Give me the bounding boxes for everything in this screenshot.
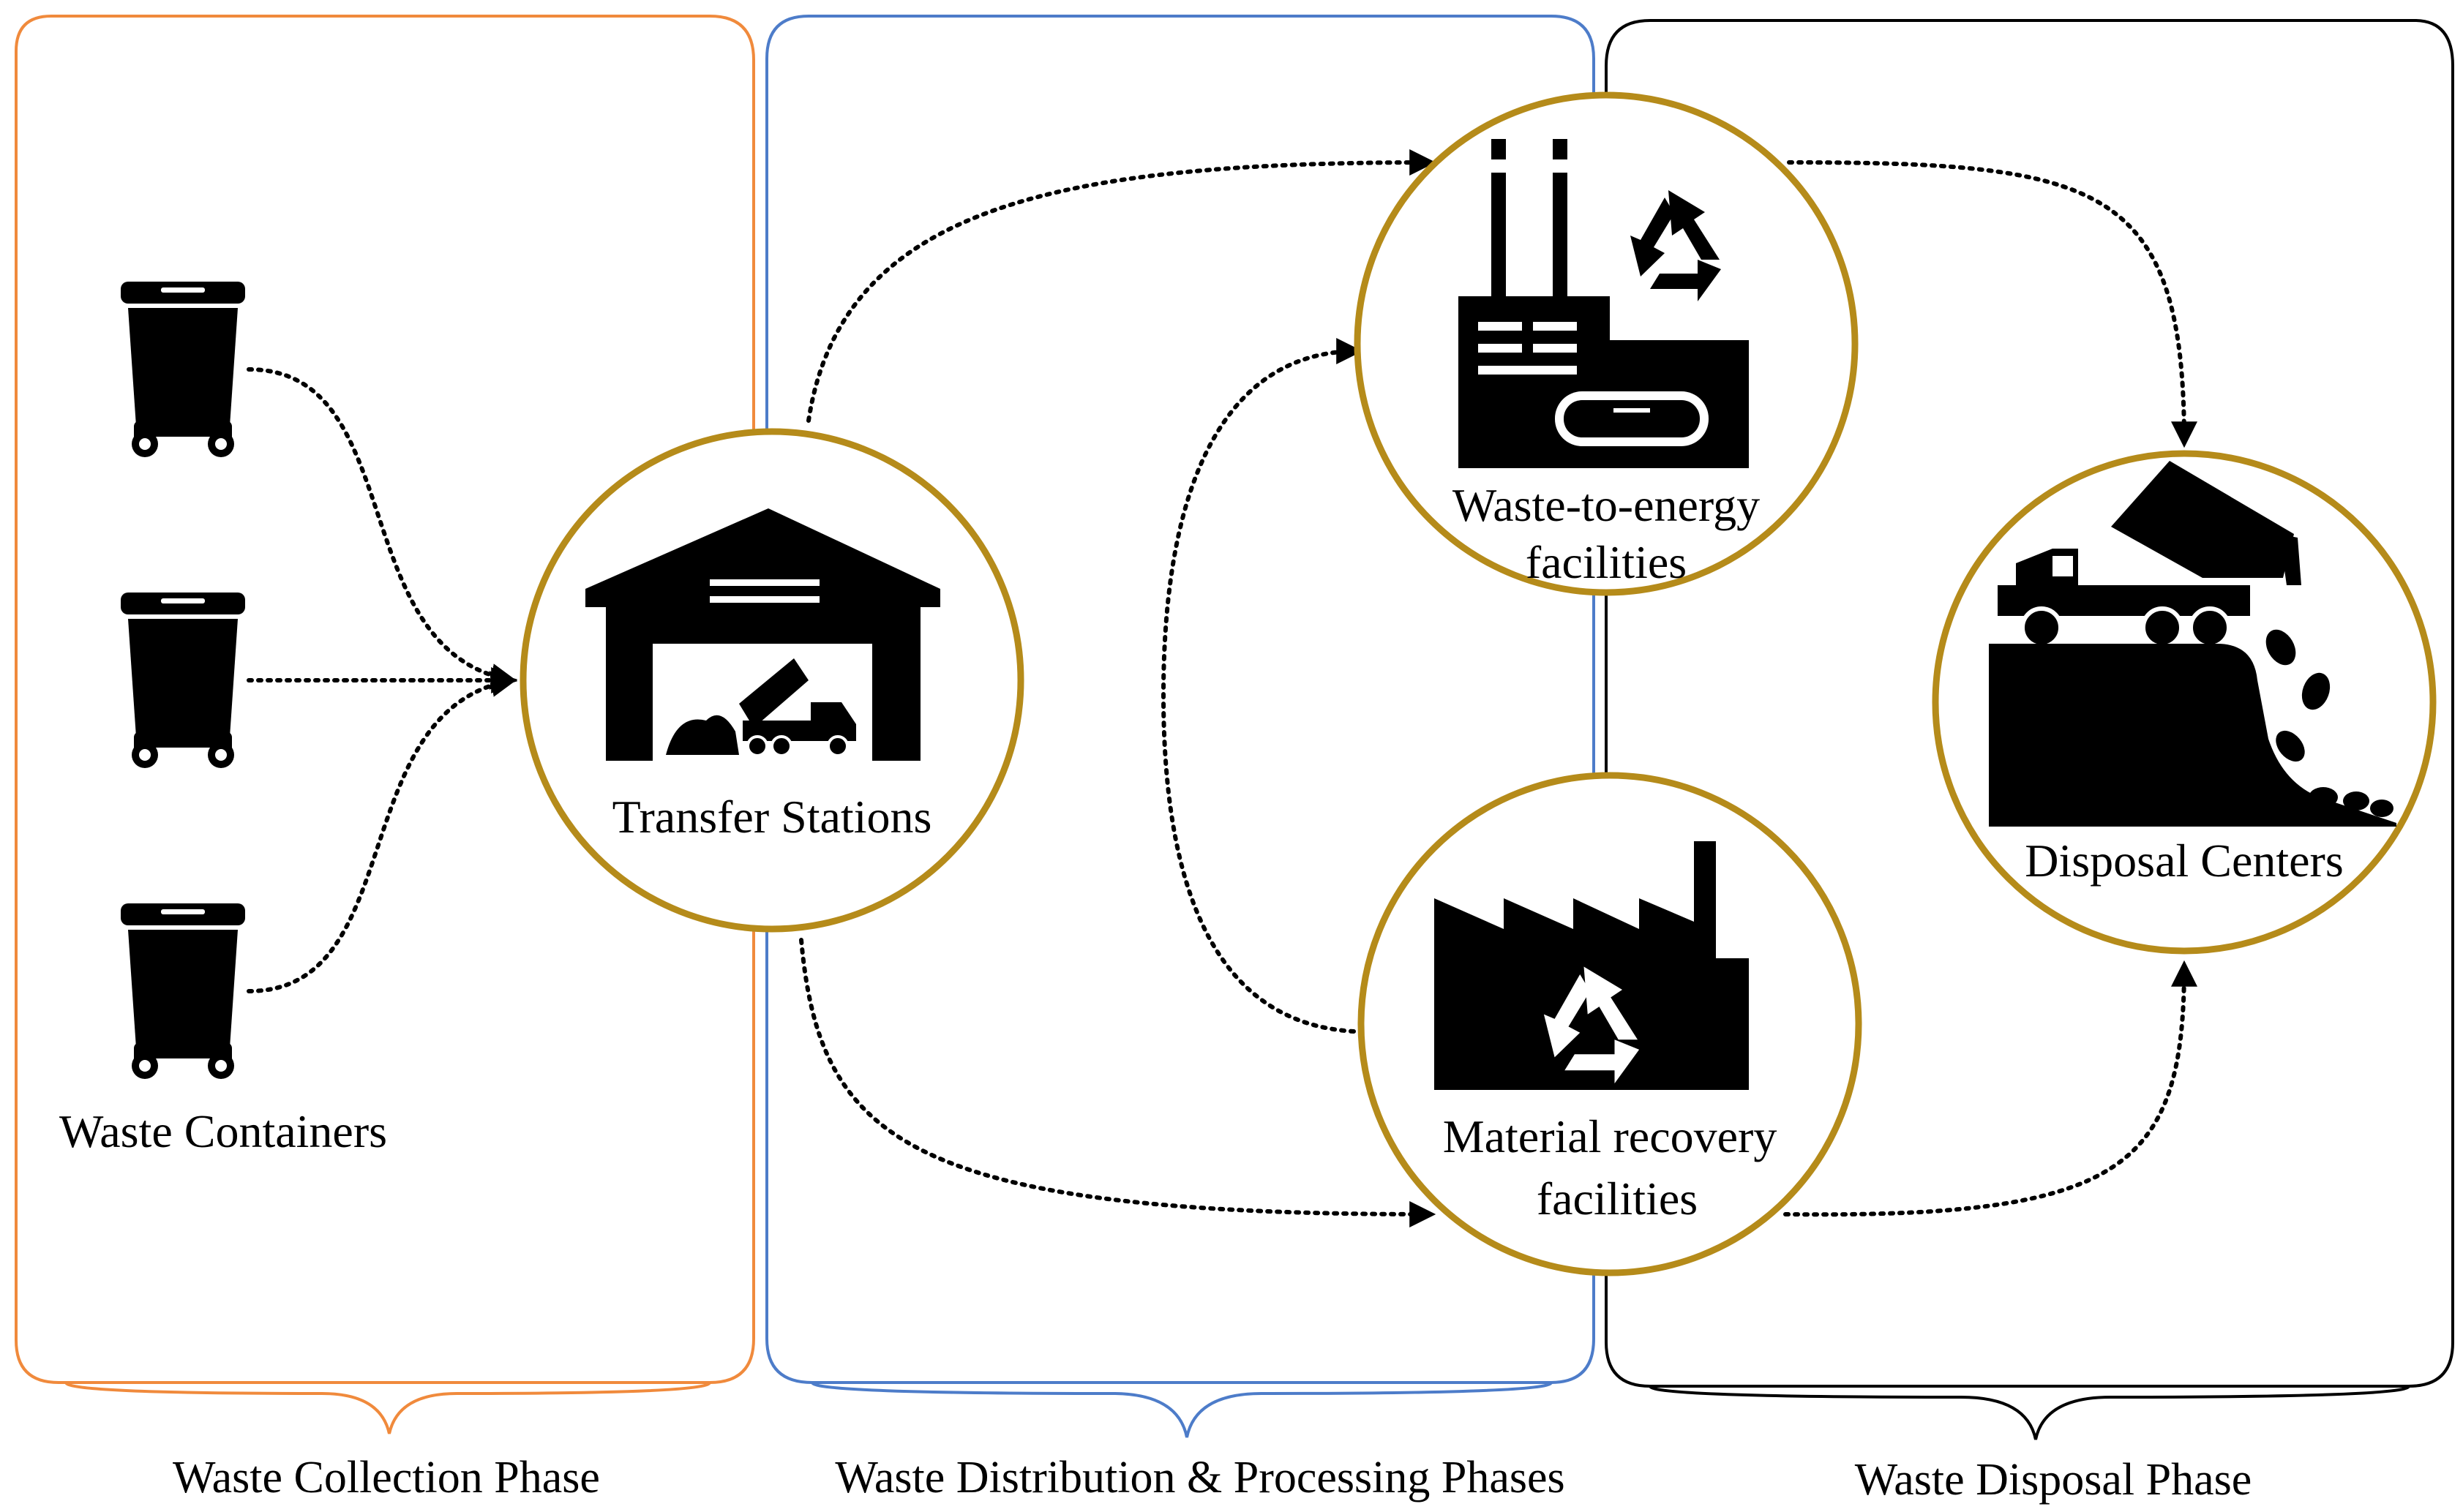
mrf-label-line1: Material recovery (1443, 1110, 1777, 1162)
recycling-plant-icon (1434, 841, 1749, 1090)
wte-label-line1: Waste-to-energy (1452, 479, 1760, 531)
mrf-label-line2: facilities (1537, 1173, 1698, 1225)
transfer-stations-node: Transfer Stations (520, 428, 1024, 933)
wte-label-line2: facilities (1526, 536, 1687, 588)
processing-phase-brace (811, 1381, 1553, 1438)
collection-phase-brace (64, 1381, 711, 1434)
arrow-bin3-to-transfer (247, 671, 518, 993)
disposal-phase-brace (1649, 1385, 2410, 1440)
disposal-centers-node: Disposal Centers (1932, 450, 2437, 955)
arrow-transfer-to-wte (806, 149, 1436, 423)
wheelie-bin-icon (121, 282, 245, 457)
arrow-transfer-to-mrf (799, 938, 1436, 1227)
collection-phase-label: Waste Collection Phase (173, 1453, 600, 1502)
disposal-centers-label: Disposal Centers (2025, 835, 2344, 887)
warehouse-truck-icon (585, 508, 940, 761)
wheelie-bin-icon (121, 593, 245, 768)
arrow-mrf-to-wte (1161, 338, 1363, 1034)
factory-recycle-icon (1458, 139, 1749, 468)
dump-truck-landfill-icon (1989, 461, 2396, 827)
flow-arrows (247, 149, 2197, 1227)
arrow-bin1-to-transfer (247, 367, 518, 690)
wheelie-bin-icon (121, 903, 245, 1079)
transfer-stations-label: Transfer Stations (612, 791, 932, 843)
processing-phase-label: Waste Distribution & Processing Phases (835, 1453, 1564, 1502)
material-recovery-node: Material recovery facilities (1357, 772, 1862, 1276)
waste-containers-label: Waste Containers (59, 1105, 387, 1157)
waste-to-energy-node: Waste-to-energy facilities (1354, 91, 1859, 596)
arrow-wte-to-disposal (1787, 160, 2197, 448)
waste-containers: Waste Containers (59, 282, 387, 1157)
arrow-mrf-to-disposal (1783, 960, 2197, 1217)
disposal-phase-label: Waste Disposal Phase (1855, 1455, 2252, 1505)
